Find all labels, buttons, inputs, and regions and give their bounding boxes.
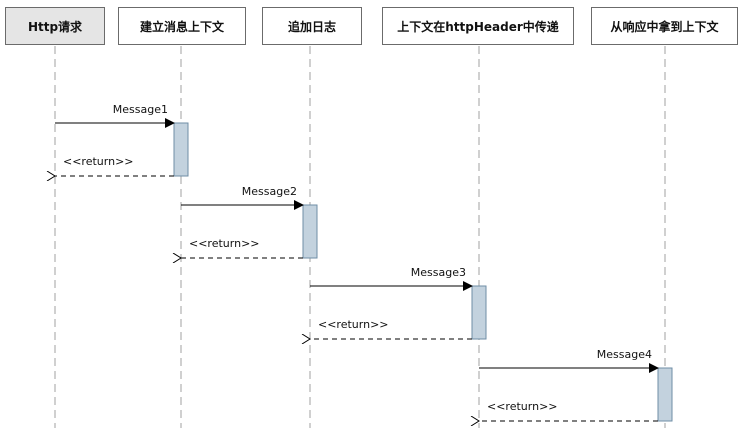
- message-label-4: Message4: [597, 348, 652, 361]
- activation-bar-4: [657, 367, 673, 422]
- activation-bar-3: [471, 285, 487, 340]
- activation-bar-1: [173, 122, 189, 177]
- message-label-2: Message2: [242, 185, 297, 198]
- return-label-4: <<return>>: [487, 400, 558, 413]
- message-label-3: Message3: [411, 266, 466, 279]
- return-label-3: <<return>>: [318, 318, 389, 331]
- activation-bar-2: [302, 204, 318, 259]
- return-label-1: <<return>>: [63, 155, 134, 168]
- lifeline-head-resp[interactable]: 从响应中拿到上下文: [591, 7, 738, 45]
- lifeline-head-http[interactable]: Http请求: [5, 7, 105, 45]
- message-label-1: Message1: [113, 103, 168, 116]
- lifeline-head-hdr[interactable]: 上下文在httpHeader中传递: [382, 7, 574, 45]
- lifeline-head-ctx[interactable]: 建立消息上下文: [118, 7, 246, 45]
- return-label-2: <<return>>: [189, 237, 260, 250]
- lifeline-head-log[interactable]: 追加日志: [262, 7, 362, 45]
